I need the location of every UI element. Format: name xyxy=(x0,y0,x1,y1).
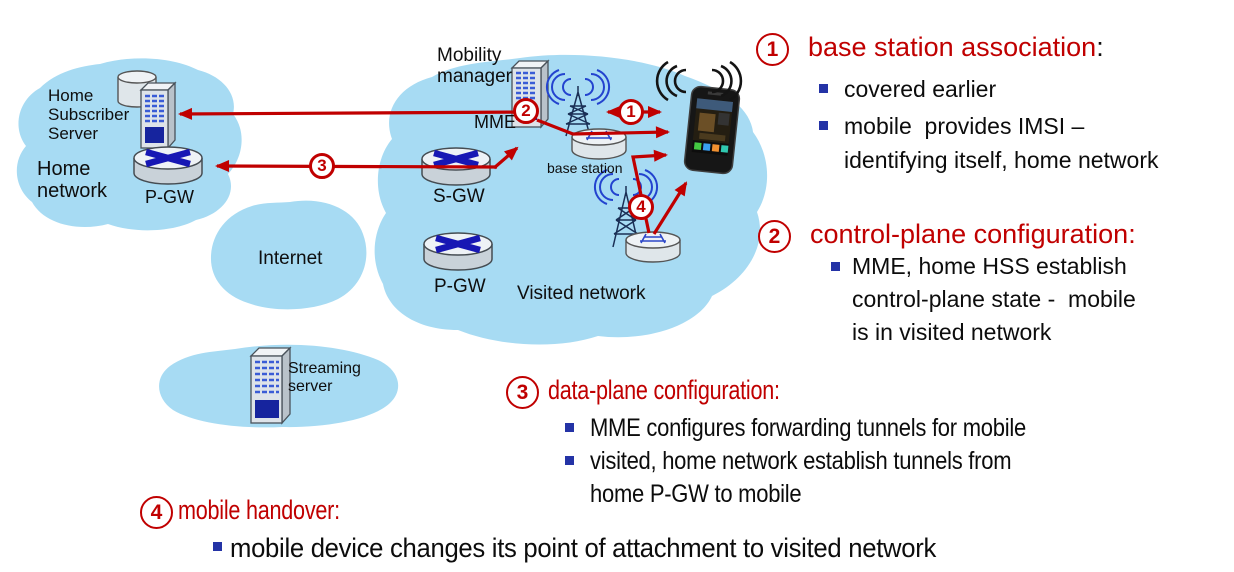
step-marker-2: 2 xyxy=(513,98,539,124)
arrow-3-sgw-up xyxy=(492,146,519,170)
bullet-marker xyxy=(819,84,828,93)
annotation-3-bullet-2: visited, home network establish tunnels … xyxy=(590,447,1012,508)
sgw-label: S-GW xyxy=(433,186,485,207)
annotation-1-title: base station association: xyxy=(808,32,1104,62)
base-station-label: base station xyxy=(547,160,623,176)
bullet-marker xyxy=(213,542,222,551)
mme-label: MME xyxy=(474,112,516,132)
streaming-server-label: Streaming server xyxy=(288,360,361,395)
base-station-2-icon xyxy=(593,169,681,263)
hss-label: Home Subscriber Server xyxy=(48,86,130,144)
home-network-cloud xyxy=(16,58,242,231)
annotation-2-bullet-1: MME, home HSS establish control-plane st… xyxy=(852,253,1136,345)
internet-cloud xyxy=(210,200,367,310)
phone-radio-waves-icon xyxy=(655,60,743,102)
home-network-label: Home network xyxy=(37,158,108,203)
hss-server-icon xyxy=(139,81,177,150)
arrow-handover-diagonal xyxy=(652,181,688,235)
signal-arrows xyxy=(178,106,688,235)
mobile-phone-icon xyxy=(683,85,741,175)
bullet-marker xyxy=(565,423,574,432)
arrow-2-to-hss xyxy=(178,107,533,120)
step-marker-3: 3 xyxy=(309,153,335,179)
streaming-server-icon xyxy=(249,346,292,425)
mobility-manager-label: Mobility manager xyxy=(437,45,512,88)
annotation-4-bullet-1: mobile device changes its point of attac… xyxy=(230,533,937,563)
annotation-1-bullet-1: covered earlier xyxy=(844,76,997,102)
arrow-2-to-mobile xyxy=(536,118,670,139)
annotation-3-number: 3 xyxy=(506,376,539,409)
bullet-marker xyxy=(819,121,828,130)
bullet-marker xyxy=(831,262,840,271)
internet-label: Internet xyxy=(258,248,323,269)
bullet-marker xyxy=(565,456,574,465)
visited-pgw-router-icon xyxy=(423,232,493,271)
annotation-1-number: 1 xyxy=(756,33,789,66)
annotation-2-title: control-plane configuration: xyxy=(810,219,1136,249)
arrow-3-to-home-pgw xyxy=(215,160,498,173)
annotation-4-title: mobile handover: xyxy=(178,495,340,525)
annotation-2-number: 2 xyxy=(758,220,791,253)
annotation-1-bullet-2: mobile provides IMSI – identifying itsel… xyxy=(844,113,1159,173)
visited-pgw-label: P-GW xyxy=(434,276,486,297)
home-pgw-router-icon xyxy=(133,146,203,185)
step-marker-1: 1 xyxy=(618,99,644,125)
annotation-3-bullet-1: MME configures forwarding tunnels for mo… xyxy=(590,414,1026,442)
home-pgw-label: P-GW xyxy=(145,187,194,207)
annotation-3-title: data-plane configuration: xyxy=(548,375,780,405)
visited-network-label: Visited network xyxy=(517,283,646,304)
annotation-4-number: 4 xyxy=(140,496,173,529)
step-marker-4: 4 xyxy=(628,194,654,220)
